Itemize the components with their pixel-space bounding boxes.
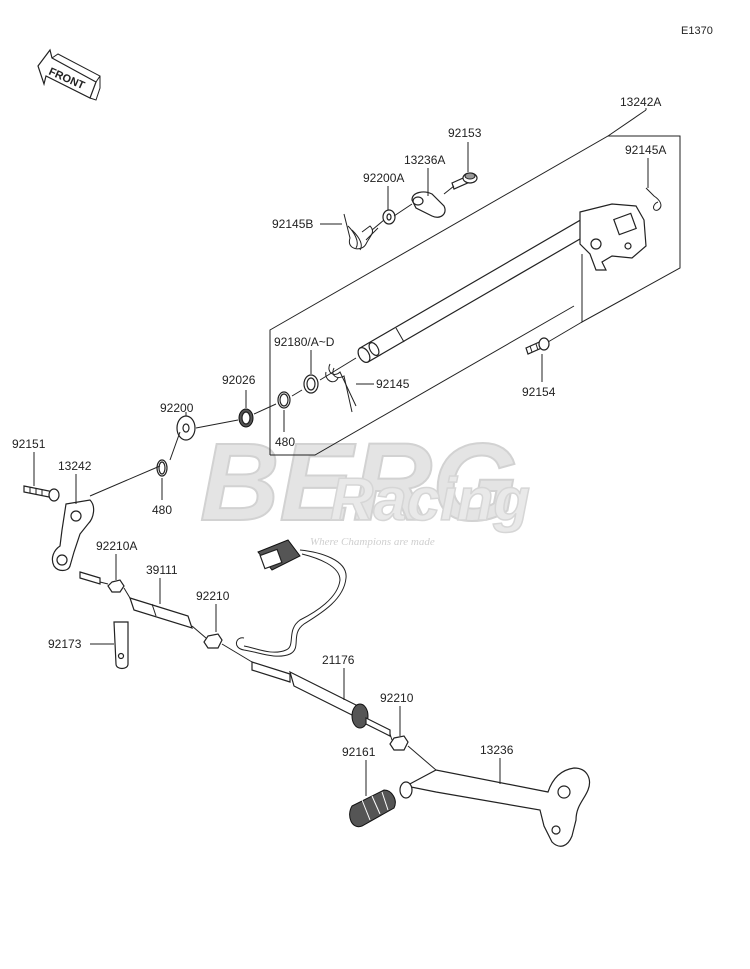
- watermark-tagline: Where Champions are made: [310, 536, 435, 548]
- front-arrow-icon: FRONT: [37, 48, 101, 101]
- tie-rod-assembly: [79, 571, 223, 649]
- shift-shaft: [357, 203, 647, 363]
- shift-lever-13242-icon: [51, 499, 95, 572]
- label-92173: 92173: [48, 637, 82, 651]
- label-13242: 13242: [58, 459, 92, 473]
- spring-92145B-icon: [343, 213, 379, 251]
- watermark-berg: BERG: [200, 421, 518, 544]
- collar-13236A-icon: [411, 191, 446, 218]
- watermark: BERG Racing Where Champions are made: [199, 420, 531, 548]
- nut-92210-lower-icon: [389, 735, 409, 751]
- label-92210-lower: 92210: [380, 691, 414, 705]
- label-92210-upper: 92210: [196, 589, 230, 603]
- label-13242A: 13242A: [620, 95, 661, 109]
- watermark-racing: Racing: [330, 466, 530, 533]
- label-92180: 92180/A~D: [274, 335, 335, 349]
- label-92151: 92151: [12, 437, 46, 451]
- label-21176: 21176: [322, 653, 355, 667]
- label-92145A: 92145A: [625, 143, 666, 157]
- label-92210A: 92210A: [96, 539, 137, 553]
- oil-seal-92026-icon: [238, 408, 254, 428]
- washer-92200A-icon: [382, 209, 396, 225]
- shaft-assembly-outline: [269, 109, 681, 456]
- stud-92154-icon: [525, 337, 550, 355]
- ring-92180-icon: [303, 374, 319, 394]
- label-13236A: 13236A: [404, 153, 445, 167]
- leader-lines: [33, 108, 649, 796]
- label-92200A: 92200A: [363, 171, 404, 185]
- spring-92145A-icon: [645, 187, 662, 211]
- label-92145: 92145: [376, 377, 410, 391]
- label-92026: 92026: [222, 373, 256, 387]
- label-92153: 92153: [448, 126, 482, 140]
- pedal-rubber-92161-icon: [349, 789, 396, 828]
- washer-92200-icon: [176, 415, 196, 441]
- label-92145B: 92145B: [272, 217, 313, 231]
- shift-pedal-13236-icon: [399, 767, 591, 847]
- bolt-92153-icon: [451, 172, 478, 190]
- label-480-lower: 480: [152, 503, 172, 517]
- bolt-92151-icon: [23, 485, 60, 502]
- label-92200: 92200: [160, 401, 194, 415]
- circlip-480-lower-icon: [156, 459, 168, 477]
- label-92154: 92154: [522, 385, 556, 399]
- shift-sensor-21176-icon: [236, 539, 391, 737]
- page-code: E1370: [681, 25, 713, 37]
- spring-92145-icon: [325, 363, 357, 413]
- label-13236: 13236: [480, 743, 514, 757]
- label-39111: 39111: [146, 563, 178, 577]
- label-92161: 92161: [342, 745, 376, 759]
- label-480-upper: 480: [275, 435, 295, 449]
- clip-92173-icon: [113, 621, 129, 670]
- circlip-480-upper-icon: [277, 391, 291, 409]
- part-labels: 13242A 92153 13236A 92145A 92200A 92145B…: [12, 95, 666, 759]
- assembly-axis-lines: [89, 185, 455, 771]
